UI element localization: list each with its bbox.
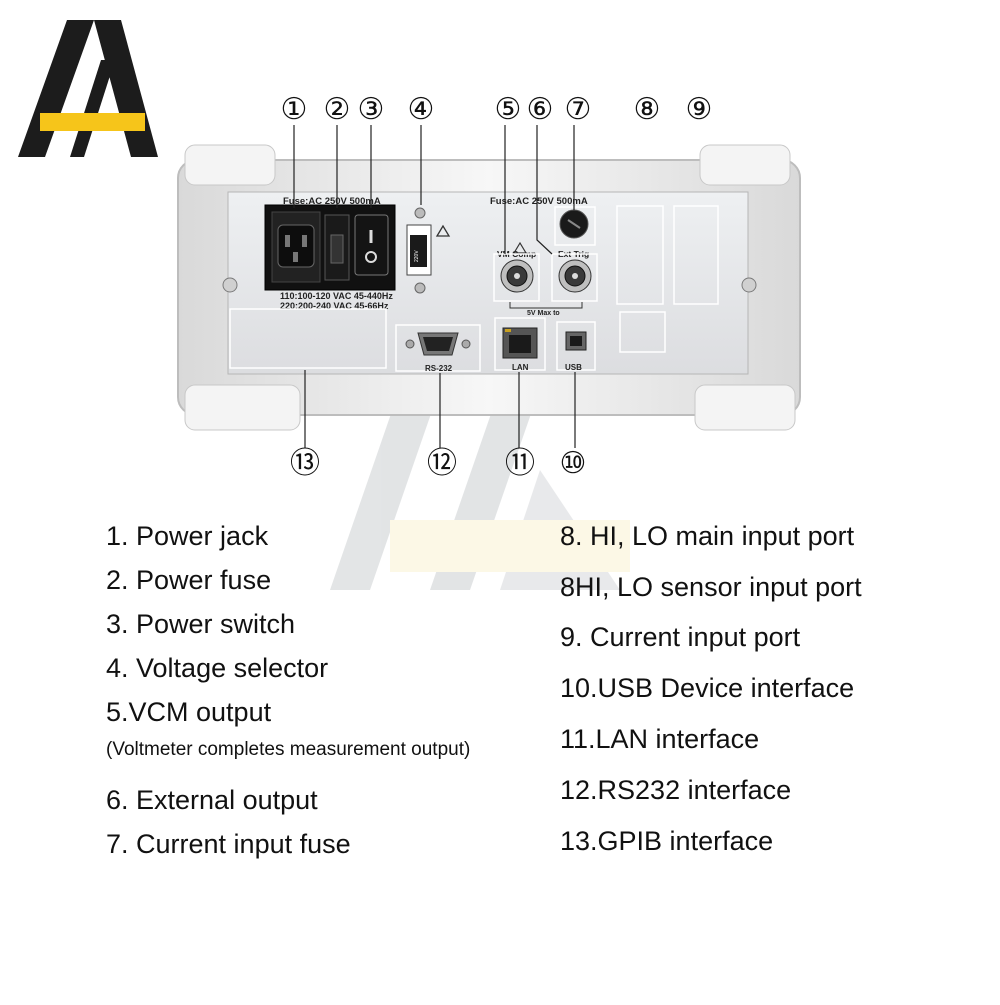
- callout-4: ④: [408, 93, 435, 126]
- voltage-line-2: 220:200-240 VAC 45-66Hz: [280, 301, 389, 311]
- voltage-selector: 220V: [406, 207, 451, 294]
- power-jack-icon: [277, 224, 315, 268]
- vm-comp-bnc-port: [493, 253, 540, 302]
- ext-trig-bnc-port: [551, 253, 598, 302]
- legend-item-vcm-output: 5.VCM output: [106, 697, 272, 727]
- callout-3: ③: [358, 93, 385, 126]
- legend-item-power-fuse: 2. Power fuse: [106, 565, 272, 595]
- power-switch-icon: [354, 214, 389, 276]
- callout-9: ⑨: [686, 93, 713, 126]
- power-module: [264, 204, 396, 291]
- legend-item-main-input: 8. HI, LO main input port: [560, 521, 855, 551]
- callout-6: ⑥: [527, 93, 554, 126]
- warning-icon: [435, 224, 451, 237]
- callout-13: ⑬: [290, 447, 320, 480]
- usb-label: USB: [565, 363, 582, 372]
- rs232-port: RS-232: [395, 324, 481, 373]
- sensor-input-port-area: [619, 311, 666, 353]
- power-fuse-icon: [324, 214, 350, 281]
- callout-11: ⑪: [505, 447, 535, 480]
- voltage-line-1: 110:100-120 VAC 45-440Hz: [280, 291, 393, 301]
- legend-item-voltage-selector: 4. Voltage selector: [106, 653, 329, 683]
- callout-5: ⑤: [495, 93, 522, 126]
- callout-leaders: [293, 125, 576, 448]
- callout-7: ⑦: [565, 93, 592, 126]
- selector-label: 220V: [414, 250, 420, 262]
- legend-item-current-input: 9. Current input port: [560, 622, 801, 652]
- main-input-port-area: [616, 205, 664, 305]
- legend-item-sensor-input: 8HI, LO sensor input port: [560, 572, 862, 602]
- legend-item-rs232: 12.RS232 interface: [560, 775, 792, 805]
- warning-icon: [512, 241, 528, 254]
- current-input-port-area: [673, 205, 719, 305]
- legend-item-current-fuse: 7. Current input fuse: [106, 829, 351, 859]
- lan-port: LAN: [494, 317, 546, 372]
- legend-item-power-jack: 1. Power jack: [106, 521, 269, 551]
- legend-item-usb: 10.USB Device interface: [560, 673, 855, 703]
- fuse-label-left: Fuse:AC 250V 500mA: [283, 196, 381, 207]
- gpib-port-area: [229, 308, 387, 369]
- callout-2: ②: [324, 93, 351, 126]
- lan-label: LAN: [512, 363, 529, 372]
- legend-note-vcm: (Voltmeter completes measurement output): [106, 739, 471, 760]
- legend-item-external-output: 6. External output: [106, 785, 318, 815]
- fuse-label-right: Fuse:AC 250V 500mA: [490, 196, 588, 207]
- usb-port: USB: [556, 321, 596, 372]
- callout-12: ⑫: [427, 447, 457, 480]
- legend-item-lan: 11.LAN interface: [560, 724, 760, 754]
- callout-1: ①: [281, 93, 308, 126]
- rs232-label: RS-232: [425, 364, 453, 373]
- callout-8: ⑧: [634, 93, 661, 126]
- brand-logo: [18, 20, 158, 157]
- callout-10: ⑩: [560, 447, 587, 480]
- max-label: 5V Max to: [527, 310, 560, 317]
- legend-item-gpib: 13.GPIB interface: [560, 826, 774, 856]
- legend-item-power-switch: 3. Power switch: [106, 609, 296, 639]
